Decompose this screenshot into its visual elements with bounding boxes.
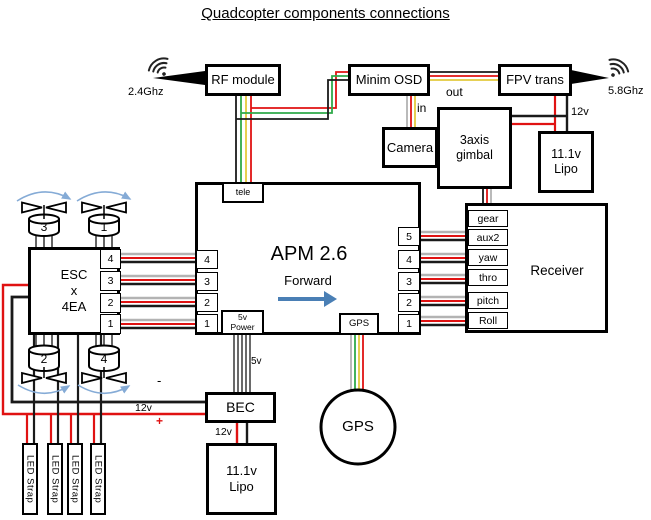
minim-osd-box: Minim OSD (348, 64, 430, 96)
lipo-top-box: 11.1v Lipo (538, 131, 594, 193)
gps-wires (350, 335, 364, 391)
out-label: out (446, 85, 463, 99)
forward-arrow (278, 297, 324, 301)
rf-antenna-icon (147, 57, 205, 85)
receiver-port-thro: thro (468, 269, 508, 286)
gimbal-box: 3axis gimbal (437, 107, 512, 189)
led-strap-2: LED Strap (47, 443, 63, 515)
led-strap-3: LED Strap (67, 443, 83, 515)
tele-wires (235, 96, 252, 183)
apm-right-port-2: 2 (398, 293, 420, 312)
esc-apm-wires (120, 252, 197, 330)
apm-label: APM 2.6 (270, 243, 348, 265)
power-5v-wires (233, 335, 251, 393)
minus-label: - (157, 373, 162, 388)
osd-in-wires (406, 95, 416, 128)
motor-4-number: 4 (100, 352, 108, 366)
receiver-port-roll: Roll (468, 312, 508, 329)
apm-right-port-1: 1 (398, 314, 420, 333)
freq-5-8ghz-label: 5.8Ghz (608, 85, 644, 97)
apm-left-port-4: 4 (196, 250, 218, 269)
esc-port-1: 1 (100, 314, 121, 334)
fpv-12v-label: 12v (571, 106, 589, 118)
motor-3-number: 3 (40, 220, 48, 234)
forward-label: Forward (284, 273, 332, 288)
gimbal-gear-wires (482, 187, 492, 204)
esc-port-3: 3 (100, 271, 121, 291)
led-strap-4: LED Strap (90, 443, 106, 515)
receiver-port-gear: gear (468, 210, 508, 227)
motor-2-number: 2 (40, 352, 48, 366)
fpv-power-wires (510, 95, 569, 132)
bec-12v-label: 12v (215, 426, 232, 438)
apm-right-port-5: 5 (398, 227, 420, 246)
led-strap-1: LED Strap (22, 443, 38, 515)
rf-module-box: RF module (205, 64, 281, 96)
receiver-port-aux2: aux2 (468, 229, 508, 246)
apm-left-port-3: 3 (196, 272, 218, 291)
apm-left-port-2: 2 (196, 293, 218, 312)
bec-box: BEC (205, 392, 276, 423)
apm-receiver-wires (419, 230, 467, 327)
receiver-port-yaw: yaw (468, 249, 508, 266)
osd-out-wires (429, 71, 499, 81)
page-title: Quadcopter components connections (201, 5, 450, 22)
apm-5v-power-port: 5v Power (221, 310, 264, 335)
receiver-port-pitch: pitch (468, 292, 508, 309)
motor-bodies (28, 213, 120, 372)
esc-port-2: 2 (100, 293, 121, 313)
receiver-label: Receiver (530, 263, 584, 278)
gps-circle (319, 388, 397, 466)
apm-left-port-1: 1 (196, 314, 218, 333)
lipo-bottom-box: 11.1v Lipo (206, 443, 277, 515)
apm-gps-port: GPS (339, 313, 379, 335)
plus-label: + (156, 414, 164, 428)
motor-1-number: 1 (100, 220, 108, 234)
fpv-antenna-icon (571, 58, 630, 84)
freq-2-4ghz-label: 2.4Ghz (128, 86, 164, 98)
apm-right-port-3: 3 (398, 272, 420, 291)
camera-box: Camera (382, 127, 438, 168)
main-power-wires (1, 283, 206, 416)
bec-lipo-wires (235, 423, 249, 444)
rf-to-osd-wires (236, 71, 349, 120)
apm-right-port-4: 4 (398, 250, 420, 269)
12v-rail-label: 12v (135, 402, 152, 414)
fpv-trans-box: FPV trans (498, 64, 572, 96)
5v-label: 5v (251, 356, 262, 367)
in-label: in (417, 101, 427, 115)
rotation-arcs (16, 191, 132, 395)
apm-tele-port: tele (222, 182, 264, 203)
esc-port-4: 4 (100, 249, 121, 269)
gps-label: GPS (342, 418, 374, 435)
propellers (21, 201, 127, 385)
forward-arrow-head (324, 291, 337, 307)
